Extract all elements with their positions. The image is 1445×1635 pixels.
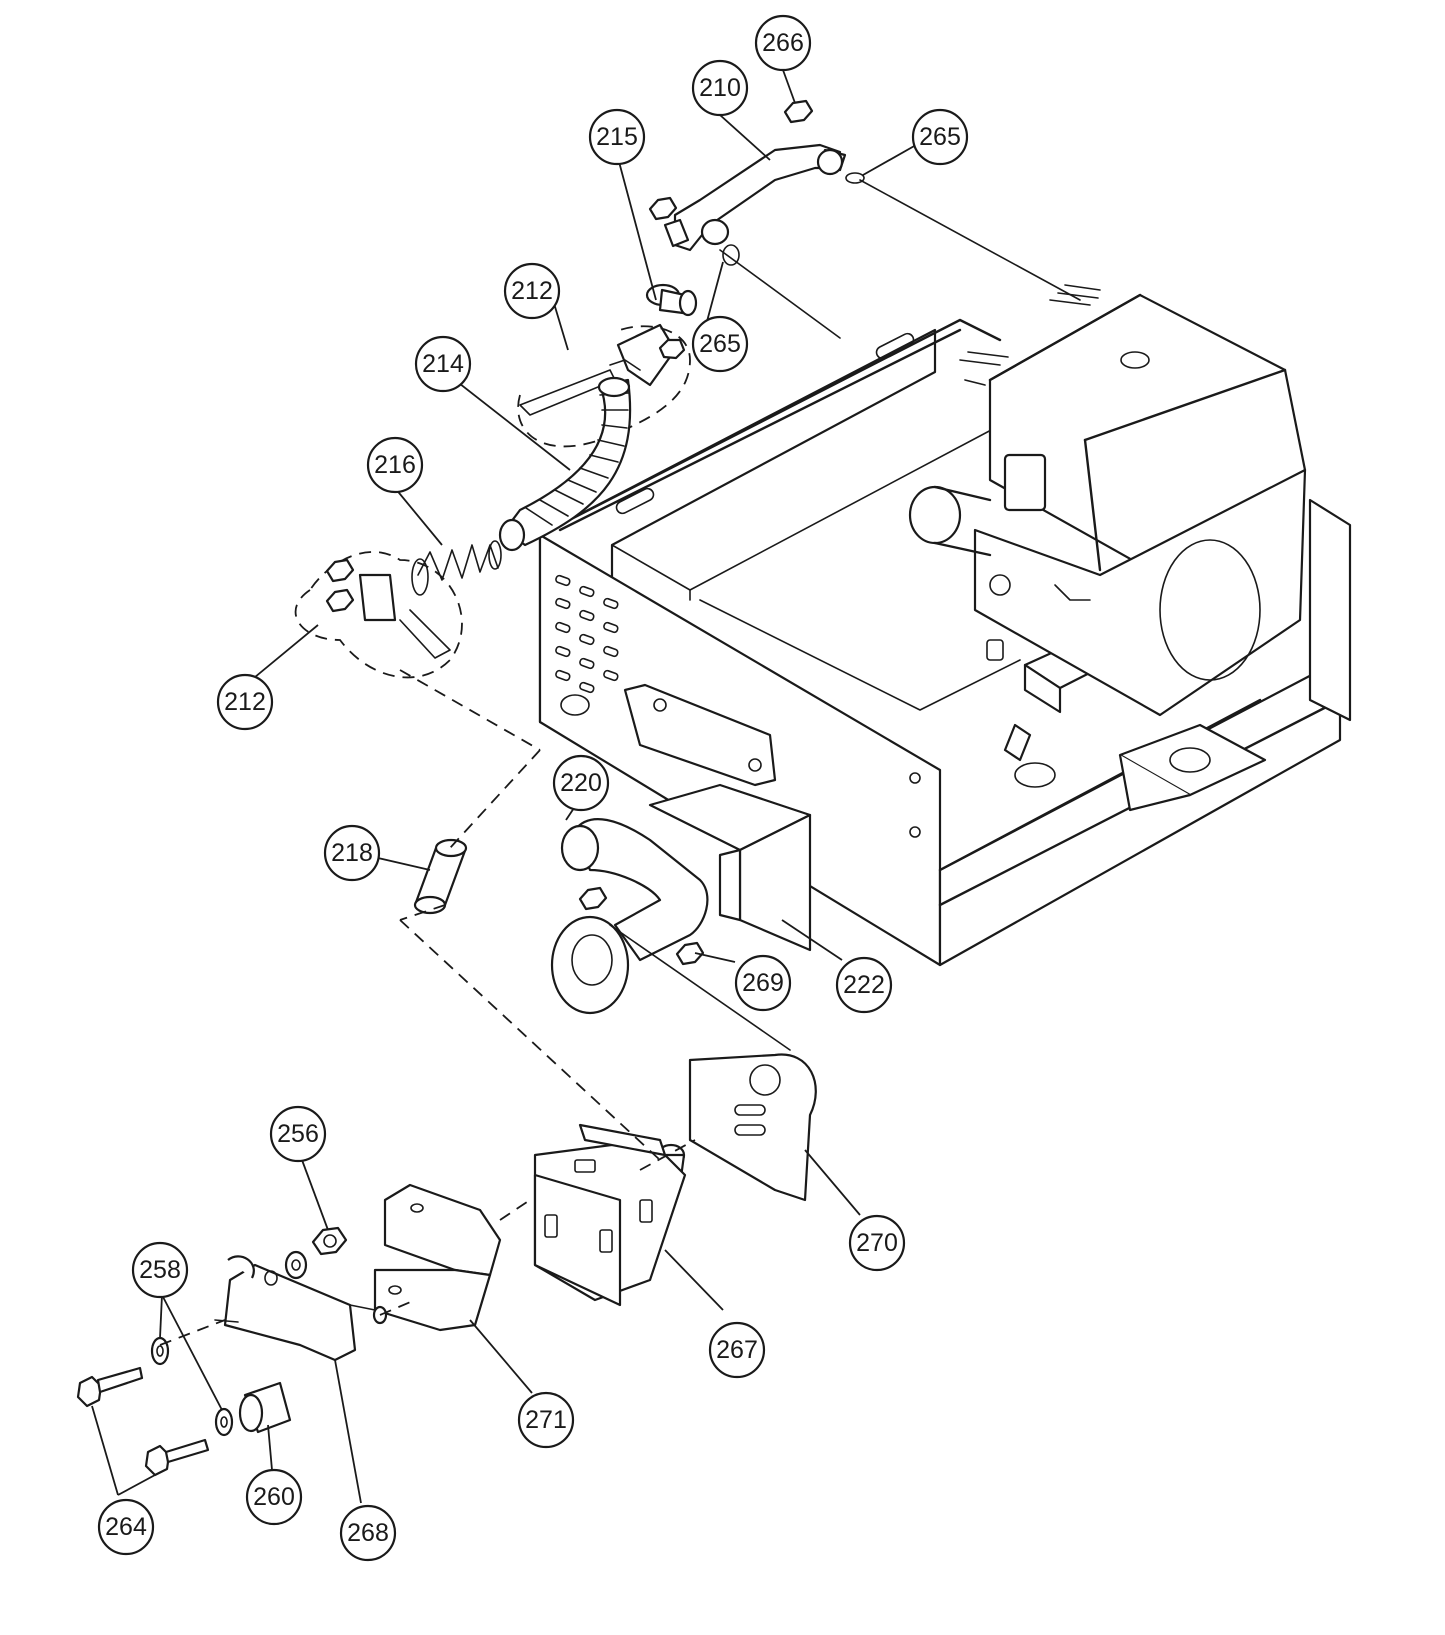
- callout-210: 210: [691, 59, 749, 117]
- svg-text:210: 210: [699, 74, 741, 102]
- callout-220: 220: [552, 754, 610, 812]
- callout-260: 260: [245, 1468, 303, 1526]
- nut-256: [311, 1226, 348, 1256]
- callout-270: 270: [848, 1214, 906, 1272]
- assembly-lines: [159, 179, 1081, 1346]
- heat-shield-222: [648, 783, 812, 952]
- svg-text:269: 269: [742, 969, 784, 997]
- svg-text:260: 260: [253, 1483, 295, 1511]
- callout-271: 271: [517, 1391, 575, 1449]
- svg-text:218: 218: [331, 839, 373, 867]
- engine-block: [908, 284, 1307, 717]
- spring-216: [411, 540, 502, 596]
- svg-text:214: 214: [422, 350, 464, 378]
- svg-text:265: 265: [919, 123, 961, 151]
- flex-hose-214: [498, 376, 632, 552]
- callout-215: 215: [588, 108, 646, 166]
- tube-218: [413, 838, 468, 915]
- callout-212-top: 212: [503, 262, 561, 320]
- bracket-268: [214, 1255, 388, 1362]
- svg-text:271: 271: [525, 1406, 567, 1434]
- svg-text:266: 266: [762, 29, 804, 57]
- exhaust-elbow-220: [550, 683, 777, 1015]
- washers-258: [150, 1336, 234, 1437]
- svg-text:264: 264: [105, 1513, 147, 1541]
- callout-265-top: 265: [911, 108, 969, 166]
- callout-222: 222: [835, 956, 893, 1014]
- svg-text:212: 212: [224, 688, 266, 716]
- muffler-cover-271: [373, 1183, 502, 1332]
- svg-text:212: 212: [511, 277, 553, 305]
- callout-214: 214: [414, 335, 472, 393]
- callout-269: 269: [734, 954, 792, 1012]
- callouts: 266 210 215 265 265 212 214 216: [97, 14, 969, 1562]
- svg-text:256: 256: [277, 1120, 319, 1148]
- svg-text:258: 258: [139, 1256, 181, 1284]
- clamp-assembly-bottom: [294, 551, 463, 679]
- spacer-260: [238, 1381, 292, 1434]
- callout-267: 267: [708, 1321, 766, 1379]
- svg-text:215: 215: [596, 123, 638, 151]
- callout-256: 256: [269, 1105, 327, 1163]
- svg-text:222: 222: [843, 971, 885, 999]
- exhaust-pipe-210: [648, 99, 865, 266]
- svg-text:220: 220: [560, 769, 602, 797]
- callout-258: 258: [131, 1241, 189, 1299]
- callout-265-left: 265: [691, 315, 749, 373]
- vent-slots: [555, 574, 619, 716]
- svg-text:267: 267: [716, 1336, 758, 1364]
- callout-268: 268: [339, 1504, 397, 1562]
- svg-text:268: 268: [347, 1519, 389, 1547]
- svg-text:270: 270: [856, 1229, 898, 1257]
- callout-212-bottom: 212: [216, 673, 274, 731]
- callout-218: 218: [323, 824, 381, 882]
- callout-266: 266: [754, 14, 812, 72]
- washer-256: [284, 1250, 308, 1280]
- svg-text:216: 216: [374, 451, 416, 479]
- muffler-267: [533, 1123, 687, 1307]
- svg-text:265: 265: [699, 330, 741, 358]
- bolts-264: [76, 1366, 210, 1477]
- leader-lines: [91, 69, 917, 1504]
- callout-216: 216: [366, 436, 424, 494]
- callout-264: 264: [97, 1498, 155, 1556]
